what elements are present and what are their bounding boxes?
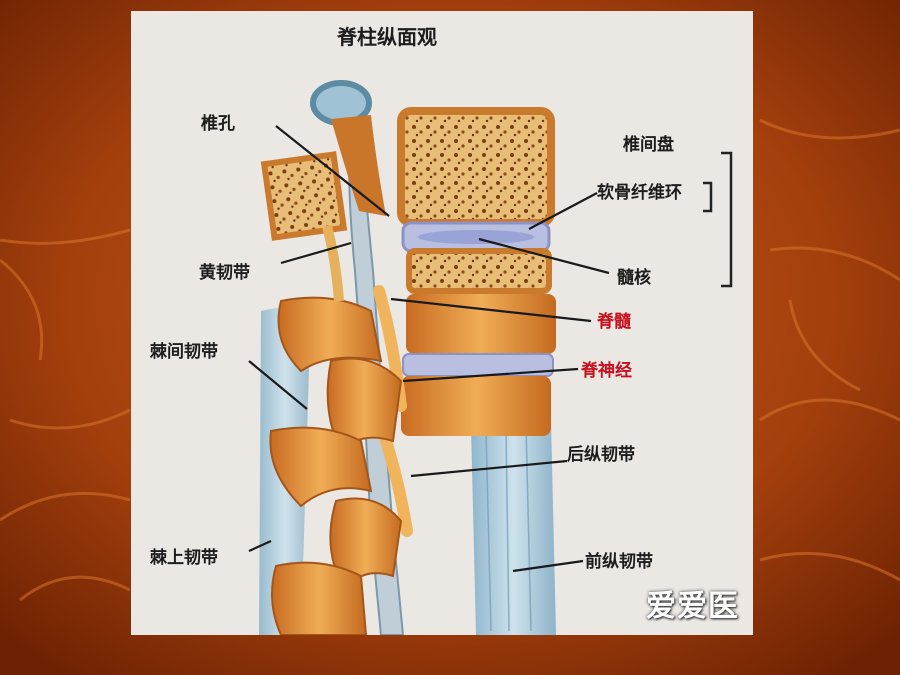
upper-process-section — [260, 151, 348, 241]
leader-interspinous — [248, 360, 308, 410]
leader-vertebral-foramen — [275, 125, 390, 217]
label-supraspinous-ligament: 棘上韧带 — [150, 548, 218, 568]
vertebral-body-second — [406, 248, 552, 294]
leader-spinal-nerve — [402, 367, 579, 383]
leader-lines — [248, 125, 610, 573]
disc-bracket — [721, 151, 733, 288]
label-annulus-fibrosus: 软骨纤维环 — [597, 183, 682, 203]
label-spinal-cord: 脊髓 — [597, 312, 631, 332]
label-ligamentum-flavum: 黄韧带 — [199, 263, 250, 283]
spine-figure-panel: 脊柱纵面观 椎孔 黄韧带 棘间韧带 棘上韧带 椎间盘 软骨纤维环 髓核 脊髓 脊… — [131, 11, 753, 635]
leader-ligamentum-flavum — [280, 241, 352, 265]
leader-nucleus — [478, 237, 610, 275]
ligamentum-flavum-shape — [322, 224, 344, 302]
leader-anterior-lig — [512, 559, 584, 573]
leader-annulus — [528, 192, 598, 230]
vertebral-body-top — [397, 107, 555, 227]
label-spinal-nerve: 脊神经 — [581, 361, 632, 381]
figure-title: 脊柱纵面观 — [337, 25, 437, 49]
nucleus-pulposus-shape — [418, 230, 534, 244]
spinous-process-5 — [271, 561, 368, 635]
label-anterior-longitudinal-ligament: 前纵韧带 — [585, 552, 653, 572]
leader-spinal-cord — [390, 297, 592, 323]
leader-posterior-lig — [410, 459, 568, 478]
annulus-bracket — [703, 181, 713, 213]
spinous-process-2 — [326, 357, 403, 453]
label-intervertebral-disc: 椎间盘 — [623, 135, 674, 155]
spine-illustration — [248, 80, 733, 635]
vertebral-body-fourth — [401, 376, 551, 436]
spinous-process-4 — [329, 497, 403, 593]
leaf-pattern-left — [0, 228, 131, 602]
watermark: 爱爱医 — [646, 589, 739, 624]
spinous-process-3 — [269, 426, 373, 508]
label-posterior-longitudinal-ligament: 后纵韧带 — [567, 445, 635, 465]
anterior-longitudinal-ligament-shape — [471, 421, 556, 635]
vertebral-body-third — [406, 294, 556, 354]
label-interspinous-ligament: 棘间韧带 — [150, 342, 218, 362]
leader-supraspinous — [248, 539, 272, 553]
leaf-pattern-right — [759, 118, 900, 582]
label-nucleus-pulposus: 髓核 — [617, 268, 651, 288]
label-vertebral-foramen: 椎孔 — [201, 114, 235, 134]
